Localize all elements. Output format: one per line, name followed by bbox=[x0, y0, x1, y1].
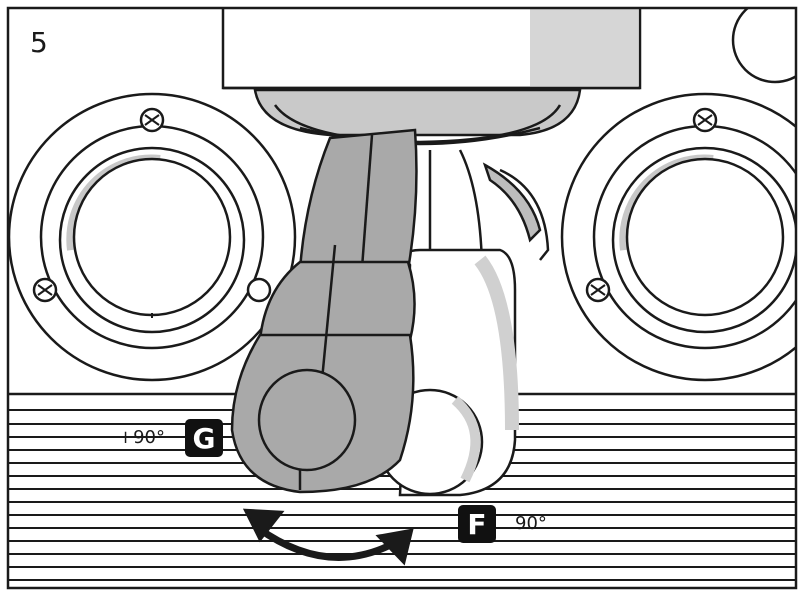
right-gauge bbox=[560, 92, 796, 382]
portafilter-handle bbox=[230, 128, 418, 494]
left-gauge bbox=[8, 92, 297, 382]
diagram-frame bbox=[6, 6, 798, 590]
screw-icon bbox=[32, 107, 272, 303]
badge-f: F bbox=[458, 505, 496, 543]
step-number: 5 bbox=[30, 26, 48, 59]
badge-g: G bbox=[185, 419, 223, 457]
angle-label-f: 90° bbox=[515, 513, 547, 534]
group-head bbox=[221, 8, 796, 146]
angle-label-g: +90° bbox=[118, 427, 165, 448]
rotate-arrow-icon bbox=[242, 508, 414, 566]
